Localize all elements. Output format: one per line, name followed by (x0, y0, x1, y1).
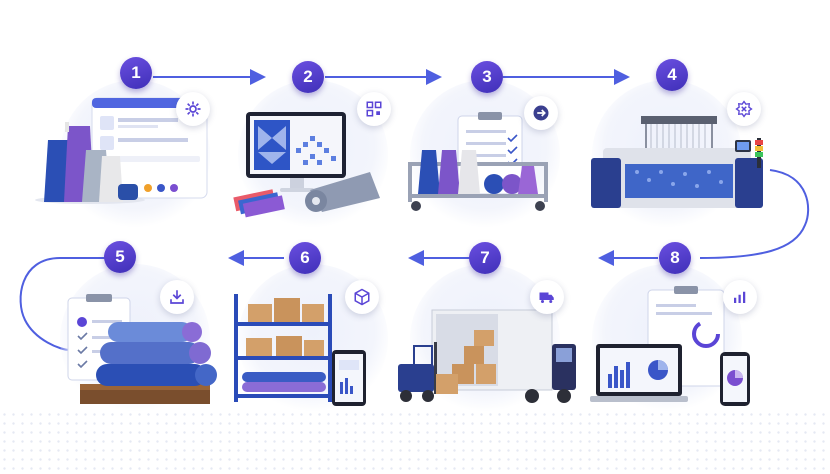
delivery-truck-icon (530, 280, 564, 314)
yarn-trolley-illustration (408, 112, 548, 211)
box-icon (345, 280, 379, 314)
step-badge-8: 8 (659, 242, 691, 274)
bar-chart-icon (723, 280, 757, 314)
arrow-right-icon (524, 96, 558, 130)
weaving-machine-illustration (591, 116, 763, 208)
download-tray-icon (160, 280, 194, 314)
curve-5-to-rolls (19, 257, 105, 351)
warehouse-rack-illustration (234, 294, 366, 406)
qr-pattern-icon (357, 92, 391, 126)
step-badge-2: 2 (292, 61, 324, 93)
gear-icon (176, 92, 210, 126)
dotted-floor-pattern (0, 410, 830, 474)
step-badge-1: 1 (120, 57, 152, 89)
fabric-rolls-illustration (67, 294, 217, 404)
pattern-design-illustration (233, 112, 380, 218)
step-badge-3: 3 (471, 61, 503, 93)
analytics-dashboard-illustration (590, 286, 750, 406)
truck-loading-illustration (398, 309, 576, 403)
step-badge-4: 4 (656, 59, 688, 91)
loom-icon (727, 92, 761, 126)
step-badge-6: 6 (289, 242, 321, 274)
step-badge-7: 7 (469, 242, 501, 274)
curve-4-to-8 (699, 169, 810, 259)
step-badge-5: 5 (104, 241, 136, 273)
